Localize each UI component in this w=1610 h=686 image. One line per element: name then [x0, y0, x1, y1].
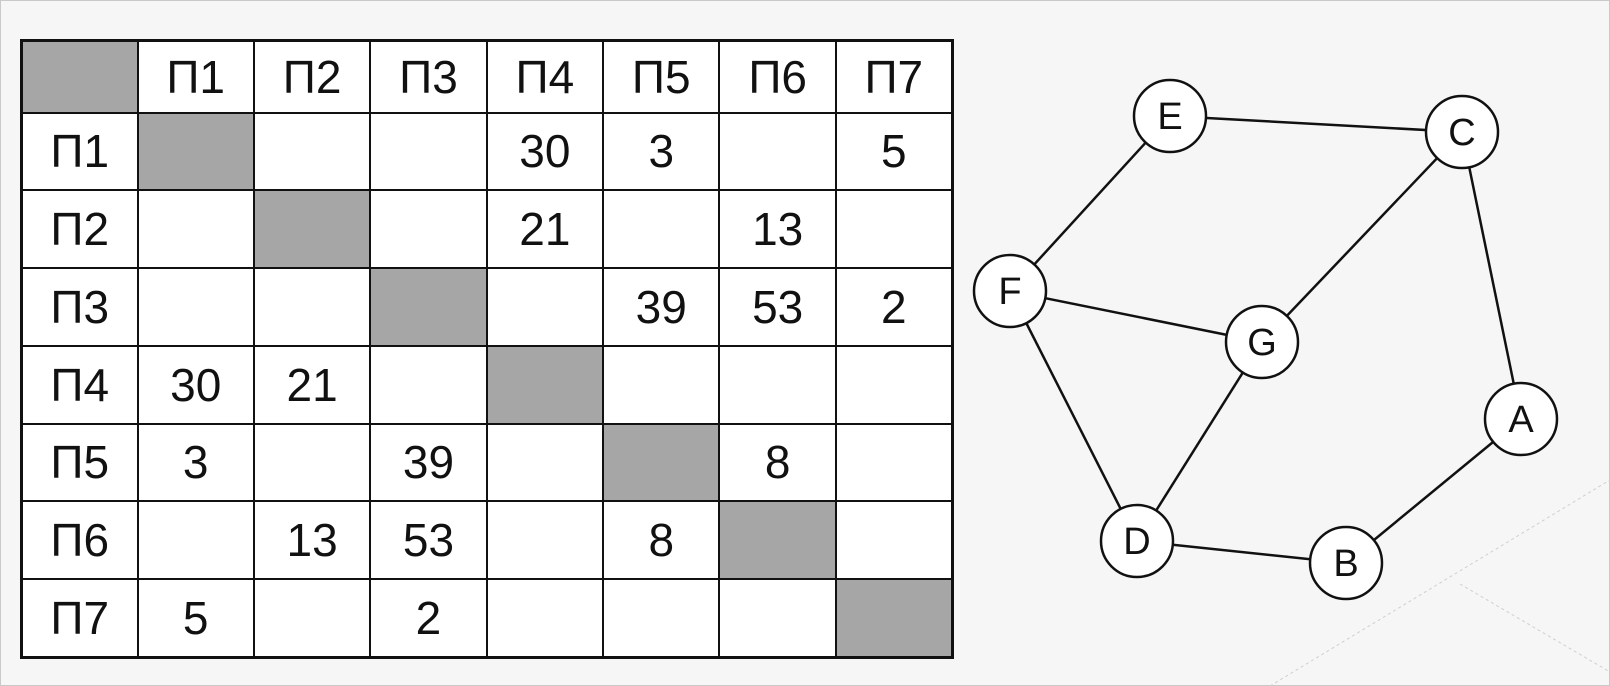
diagonal-cell	[485, 344, 605, 425]
weight-cell: 5	[834, 111, 954, 192]
weight-cell: 5	[136, 578, 255, 659]
column-header: П2	[252, 39, 372, 114]
weight-cell	[834, 422, 954, 503]
weight-cell	[252, 267, 372, 347]
column-header: П1	[136, 39, 255, 114]
row-header: П2	[20, 189, 139, 269]
weight-cell: 3	[602, 111, 721, 192]
weight-cell: 21	[485, 189, 605, 269]
diagonal-cell	[136, 111, 255, 192]
row-header: П1	[20, 111, 139, 192]
weight-cell	[136, 500, 255, 580]
weight-cell	[136, 267, 255, 347]
weight-cell	[602, 578, 721, 659]
weight-cell	[834, 500, 954, 580]
weight-cell: 39	[369, 422, 488, 503]
corner-cell	[20, 39, 139, 114]
table-row: П2 21 13	[20, 189, 954, 269]
diagonal-cell	[718, 500, 837, 580]
row-header: П5	[20, 422, 139, 503]
weight-cell	[834, 344, 954, 425]
weight-cell	[602, 189, 721, 269]
weight-cell: 8	[718, 422, 837, 503]
row-header: П4	[20, 344, 139, 425]
column-header: П5	[602, 39, 721, 114]
weight-cell	[252, 111, 372, 192]
weight-cell: 8	[602, 500, 721, 580]
weight-cell	[136, 189, 255, 269]
weight-cell	[252, 578, 372, 659]
diagonal-cell	[834, 578, 954, 659]
weight-cell	[369, 189, 488, 269]
weight-cell: 53	[718, 267, 837, 347]
column-header: П6	[718, 39, 837, 114]
column-header: П3	[369, 39, 488, 114]
weight-cell	[485, 500, 605, 580]
weight-cell	[369, 344, 488, 425]
weight-cell: 13	[718, 189, 837, 269]
diagonal-cell	[369, 267, 488, 347]
row-header: П6	[20, 500, 139, 580]
weight-cell: 13	[252, 500, 372, 580]
weight-cell: 30	[136, 344, 255, 425]
column-header: П7	[834, 39, 954, 114]
weight-cell	[485, 422, 605, 503]
weight-cell	[485, 578, 605, 659]
row-header: П7	[20, 578, 139, 659]
weight-cell	[602, 344, 721, 425]
weight-cell	[485, 267, 605, 347]
weight-cell: 30	[485, 111, 605, 192]
weight-cell: 2	[369, 578, 488, 659]
weight-cell: 2	[834, 267, 954, 347]
weight-cell: 21	[252, 344, 372, 425]
weight-cell: 39	[602, 267, 721, 347]
weight-cell: 53	[369, 500, 488, 580]
diagonal-cell	[252, 189, 372, 269]
weight-cell	[718, 111, 837, 192]
weight-cell	[718, 578, 837, 659]
weight-cell: 3	[136, 422, 255, 503]
weight-cell	[718, 344, 837, 425]
weight-cell	[834, 189, 954, 269]
weight-cell	[369, 111, 488, 192]
row-header: П3	[20, 267, 139, 347]
weight-cell	[252, 422, 372, 503]
diagonal-cell	[602, 422, 721, 503]
column-header: П4	[485, 39, 605, 114]
